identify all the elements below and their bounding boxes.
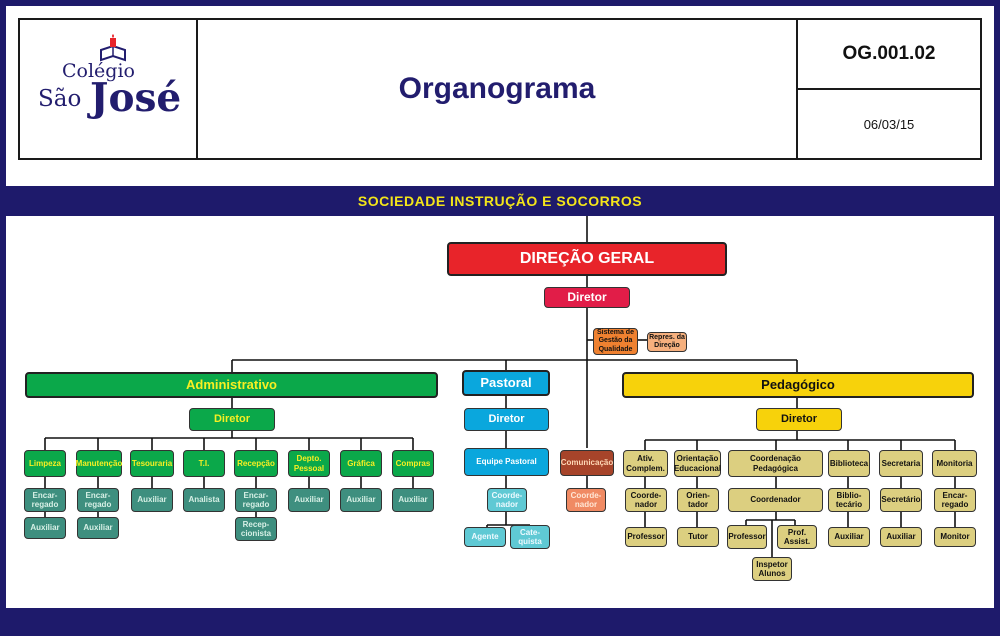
inspetor-alunos-box: Inspetor Alunos — [752, 557, 792, 581]
biblioteca-auxiliar-box: Auxiliar — [828, 527, 870, 547]
tesouraria-auxiliar-box: Auxiliar — [131, 488, 173, 512]
secretaria-auxiliar-box: Auxiliar — [880, 527, 922, 547]
monitoria-box: Monitoria — [932, 450, 977, 477]
pastoral-box: Pastoral — [462, 370, 550, 396]
secretario-box: Secretário — [880, 488, 922, 512]
limpeza-encarregado-box: Encar-regado — [24, 488, 66, 512]
document-date: 06/03/15 — [863, 116, 915, 132]
code-cell: OG.001.02 06/03/15 — [798, 20, 980, 158]
book-candle-emblem-icon — [100, 34, 126, 62]
document-code: OG.001.02 — [798, 20, 980, 90]
pedagogico-diretor-box: Diretor — [756, 408, 842, 431]
society-bar: SOCIEDADE INSTRUÇÃO E SOCORROS — [357, 193, 643, 209]
pessoal-auxiliar-box: Auxiliar — [288, 488, 330, 512]
agente-box: Agente — [464, 527, 506, 547]
title-cell: Organograma — [198, 20, 798, 158]
coordenacao-pedagogica-box: Coordenação Pedagógica — [728, 450, 823, 477]
pedagogico-box: Pedagógico — [622, 372, 974, 398]
grafica-auxiliar-box: Auxiliar — [340, 488, 382, 512]
comunicacao-box: Comunicação — [560, 450, 614, 476]
page-title: Organograma — [398, 72, 596, 105]
professor-box: Professor — [727, 525, 767, 549]
sgq-box: Sistema de Gestão da Qualidade — [593, 328, 638, 355]
logo-colegio-text: Colégio — [62, 60, 135, 82]
monitoria-encarregado-box: Encar-regado — [934, 488, 976, 512]
grafica-box: Gráfica — [340, 450, 382, 477]
manutencao-encarregado-box: Encar-regado — [77, 488, 119, 512]
document-header: Colégio São José Organograma OG.001.02 0… — [18, 18, 982, 160]
compras-box: Compras — [392, 450, 434, 477]
orientacao-educacional-box: Orientação Educacional — [674, 450, 721, 477]
ativ-coordenador-box: Coorde-nador — [625, 488, 667, 512]
logo-sao-text: São — [38, 86, 82, 112]
manutencao-auxiliar-box: Auxiliar — [77, 517, 119, 539]
ti-box: T.I. — [183, 450, 225, 477]
equipe-pastoral-box: Equipe Pastoral — [464, 448, 549, 476]
pastoral-diretor-box: Diretor — [464, 408, 549, 431]
orientador-box: Orien-tador — [677, 488, 719, 512]
recepcao-box: Recepção — [234, 450, 278, 477]
biblioteca-box: Biblioteca — [828, 450, 870, 477]
coordenador-pedagogico-box: Coordenador — [728, 488, 823, 512]
ativ-professor-box: Professor — [625, 527, 667, 547]
logo-jose-text: José — [90, 75, 182, 121]
pastoral-coordenador-box: Coorde-nador — [487, 488, 527, 512]
catequista-box: Cate-quista — [510, 525, 550, 549]
tutor-box: Tutor — [677, 527, 719, 547]
manutencao-box: Manutenção — [76, 450, 122, 477]
repres-direcao-box: Repres. da Direção — [647, 332, 687, 352]
limpeza-box: Limpeza — [24, 450, 66, 477]
recepcao-encarregado-box: Encar-regado — [235, 488, 277, 512]
compras-auxiliar-box: Auxiliar — [392, 488, 434, 512]
prof-assist-box: Prof. Assist. — [777, 525, 817, 549]
secretaria-box: Secretaria — [879, 450, 923, 477]
ativ-complem-box: Ativ. Complem. — [623, 450, 668, 477]
diretor-geral-box: Diretor — [544, 287, 630, 308]
tesouraria-box: Tesouraria — [130, 450, 174, 477]
monitor-box: Monitor — [934, 527, 976, 547]
direcao-geral-box: DIREÇÃO GERAL — [447, 242, 727, 276]
limpeza-auxiliar-box: Auxiliar — [24, 517, 66, 539]
ti-analista-box: Analista — [183, 488, 225, 512]
adm-diretor-box: Diretor — [189, 408, 275, 431]
depto-pessoal-box: Depto. Pessoal — [288, 450, 330, 477]
recepcao-recepcionista-box: Recep-cionista — [235, 517, 277, 541]
bibliotecario-box: Biblio-tecário — [828, 488, 870, 512]
administrativo-box: Administrativo — [25, 372, 438, 398]
logo-cell: Colégio São José — [20, 20, 198, 158]
comunicacao-coordenador-box: Coorde-nador — [566, 488, 606, 512]
